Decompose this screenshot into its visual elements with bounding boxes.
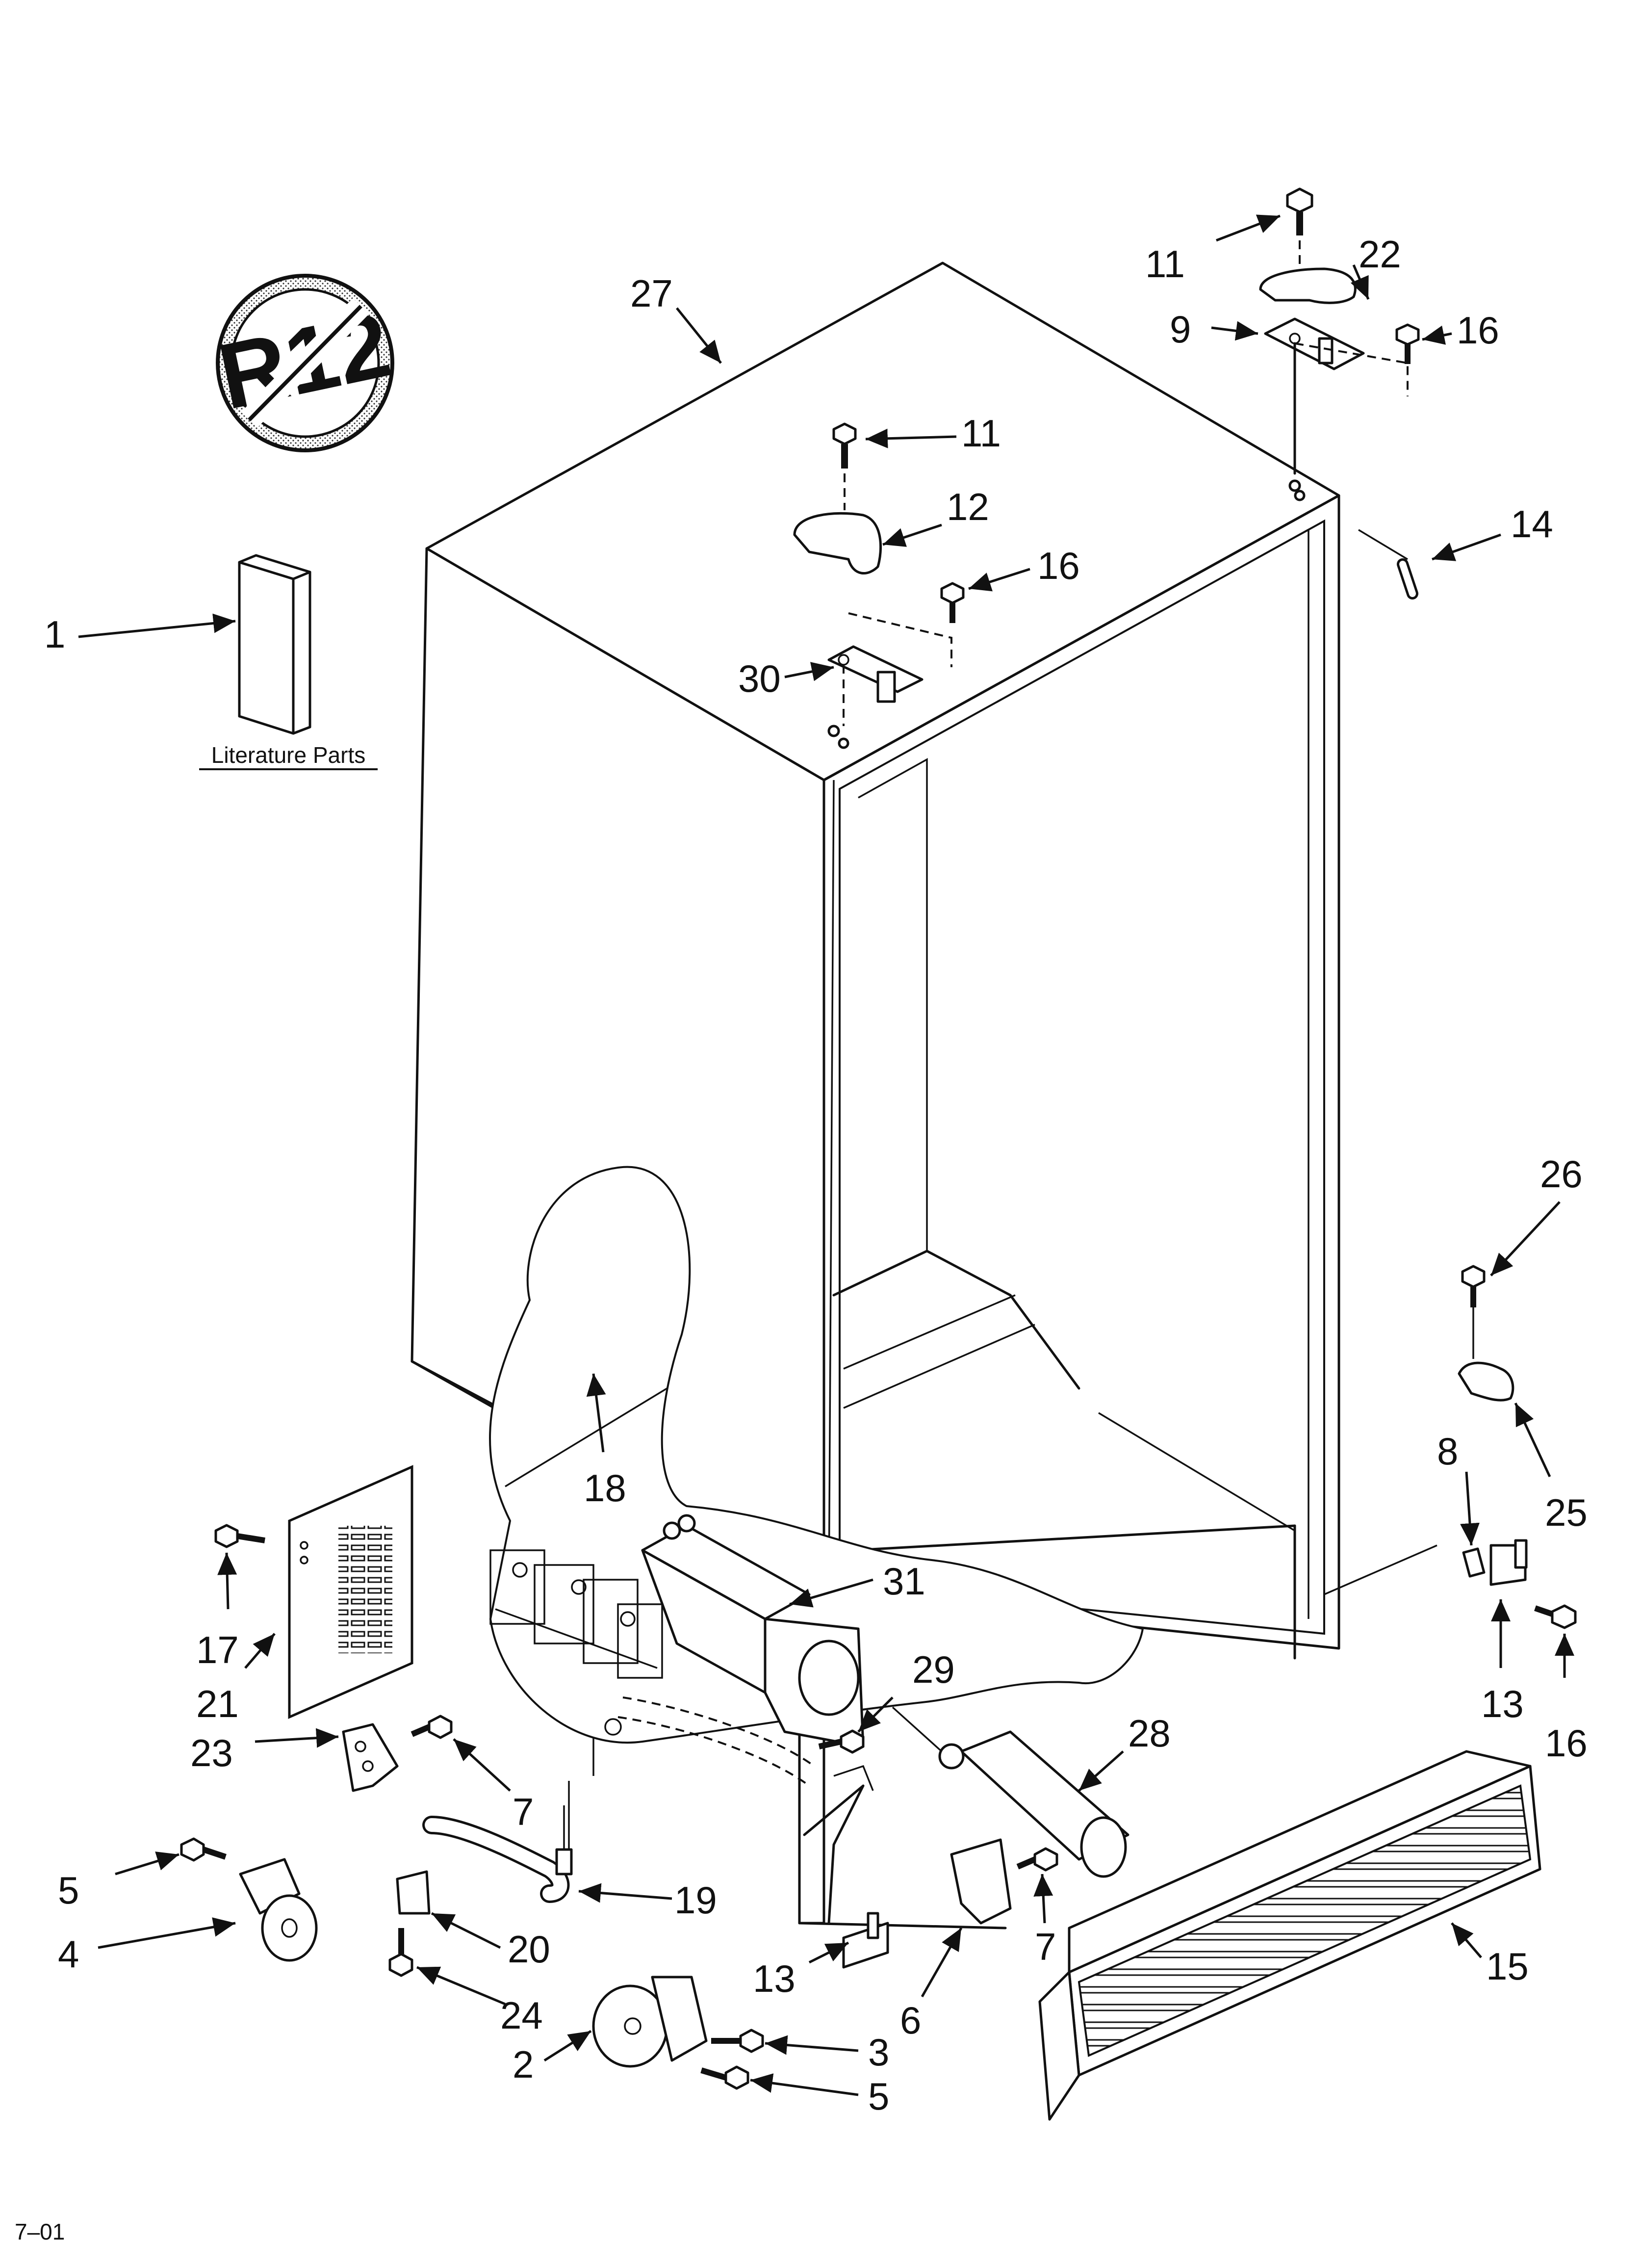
callout-5-left: 5: [58, 1869, 79, 1912]
callout-6: 6: [900, 1999, 921, 2042]
callout-1: 1: [44, 613, 65, 656]
callout-11-top: 11: [1145, 242, 1185, 286]
callout-16-top: 16: [1457, 309, 1499, 352]
lower-right-hinge: [1458, 1265, 1577, 1629]
callout-12: 12: [947, 485, 989, 528]
toe-grille: [1038, 1750, 1541, 2121]
callout-7-left: 7: [513, 1790, 534, 1833]
callout-11-center: 11: [961, 412, 1001, 455]
front-roller-assembly: [592, 1976, 764, 2090]
refrigerator-cabinet: [410, 261, 1437, 1929]
callout-16-right: 16: [1545, 1721, 1588, 1765]
callout-16-center: 16: [1037, 544, 1080, 587]
top-hinge-assembly: [1259, 187, 1420, 600]
callout-13-right: 13: [1481, 1682, 1524, 1725]
center-hinge-assembly: [793, 422, 965, 749]
callout-4: 4: [58, 1932, 79, 1976]
callout-14: 14: [1511, 502, 1553, 546]
literature-booklet: [238, 554, 311, 735]
callout-19: 19: [674, 1878, 717, 1922]
callout-17: 17: [196, 1628, 239, 1671]
footer-code: 7–01: [15, 2219, 65, 2244]
callout-20: 20: [508, 1928, 550, 1971]
callout-9: 9: [1170, 308, 1191, 351]
callout-26: 26: [1540, 1152, 1583, 1196]
callout-27: 27: [630, 272, 673, 315]
callout-18: 18: [584, 1466, 626, 1510]
callout-7-right: 7: [1035, 1925, 1056, 1968]
callout-28: 28: [1128, 1712, 1171, 1755]
callout-25: 25: [1545, 1491, 1588, 1534]
callout-15: 15: [1486, 1945, 1529, 1988]
callout-22: 22: [1359, 233, 1401, 276]
callout-3: 3: [868, 2031, 889, 2074]
filter-drier: [892, 1706, 1129, 1878]
roller-assembly: [180, 1837, 318, 1962]
callout-29: 29: [912, 1648, 955, 1691]
bracket-and-screw: [342, 1715, 453, 1792]
water-tube-assembly: [388, 1805, 573, 1977]
callout-21: 21: [196, 1682, 239, 1725]
literature-caption: Literature Parts: [211, 742, 365, 768]
callout-5-front: 5: [868, 2075, 889, 2118]
duct-screw: [818, 1729, 865, 1754]
callout-13-front: 13: [753, 1957, 795, 2000]
callout-31: 31: [883, 1560, 925, 1603]
callout-8: 8: [1437, 1430, 1458, 1473]
no-r12-logo: R12: [210, 274, 399, 452]
callout-labels: 1 27 11 22 16 9 11 12 16 14 30 26 8 25 1…: [44, 233, 1588, 2118]
front-brackets: [842, 1838, 1058, 1969]
callout-30: 30: [738, 657, 781, 700]
callout-24: 24: [500, 1994, 543, 2037]
condenser-fan-duct: [641, 1514, 865, 1748]
rear-access-panel: [214, 1465, 413, 1719]
callout-2: 2: [513, 2043, 534, 2086]
callout-leaders: [78, 214, 1574, 2096]
callout-23: 23: [190, 1731, 233, 1774]
